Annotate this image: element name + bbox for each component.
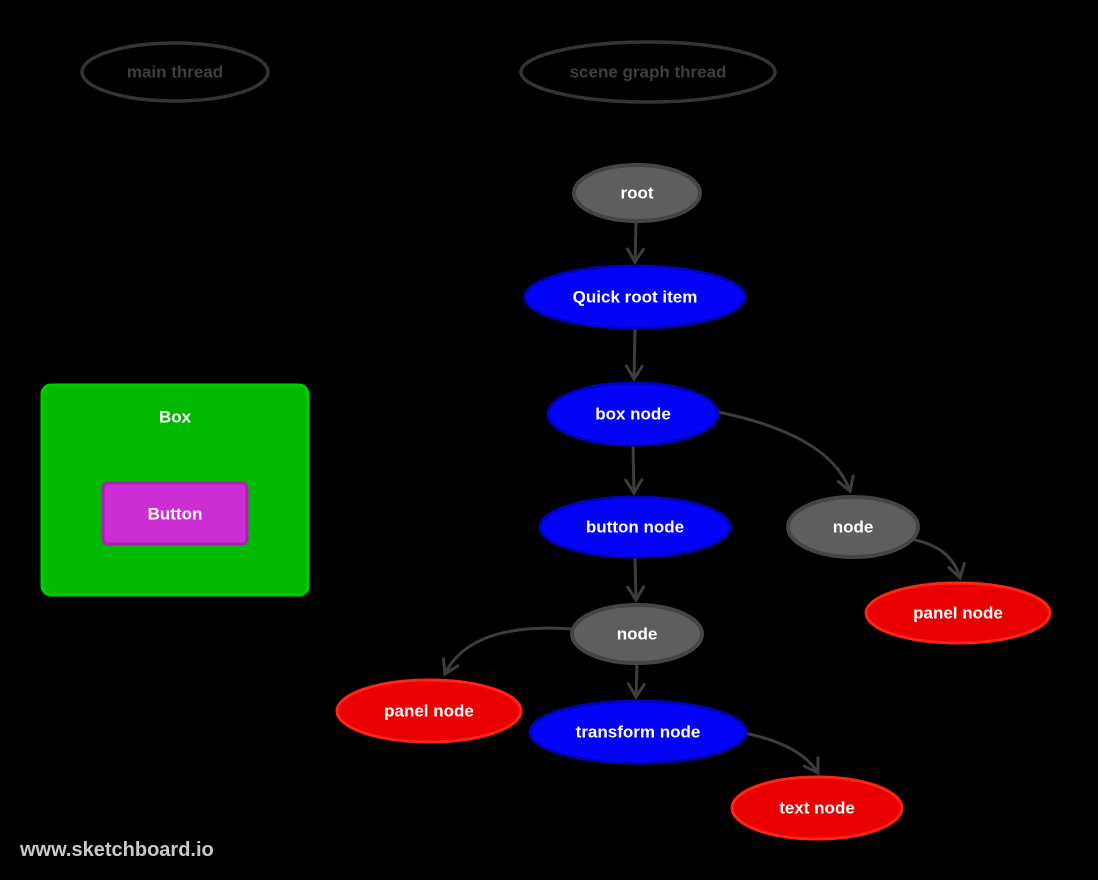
button-shape[interactable]: Button <box>101 481 249 546</box>
edge-quick-root-item-to-box-node[interactable] <box>624 327 644 382</box>
node-transform-node[interactable]: transform node <box>528 699 748 765</box>
node-button-node[interactable]: button node <box>538 495 732 559</box>
node-box-node[interactable]: box node <box>546 381 720 447</box>
node-node-mid[interactable]: node <box>570 603 704 665</box>
connector-edges <box>441 220 966 776</box>
node-text-node[interactable]: text node <box>730 775 904 841</box>
node-root[interactable]: root <box>572 163 702 223</box>
node-panel-node-right[interactable]: panel node <box>864 581 1052 645</box>
sketchboard-watermark: www.sketchboard.io <box>19 839 214 861</box>
node-panel-node-left[interactable]: panel node <box>335 678 523 744</box>
edge-node-mid-to-transform-node[interactable] <box>626 662 646 700</box>
edge-button-node-to-node-mid[interactable] <box>626 556 646 603</box>
edge-transform-node-to-text-node[interactable] <box>742 731 820 776</box>
edge-node-mid-to-panel-node-left[interactable] <box>441 626 574 677</box>
node-node-right[interactable]: node <box>786 495 920 559</box>
edge-box-node-to-button-node[interactable] <box>624 444 644 496</box>
edge-root-to-quick-root-item[interactable] <box>625 220 645 265</box>
edge-node-right-to-panel-node-right[interactable] <box>913 538 966 581</box>
edge-box-node-to-node-right[interactable] <box>716 410 855 494</box>
node-quick-root-item[interactable]: Quick root item <box>523 264 747 330</box>
